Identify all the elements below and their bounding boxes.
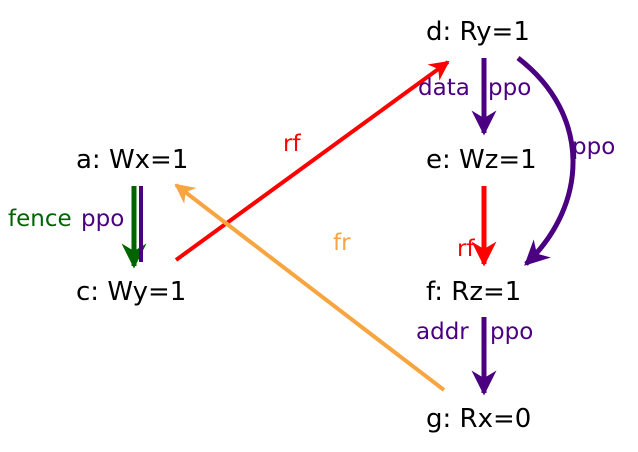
label-data: data	[418, 75, 470, 101]
label-addr: addr	[416, 319, 469, 345]
label-ppo-f-g: ppo	[490, 319, 533, 345]
node-a: a: Wx=1	[76, 145, 188, 175]
label-ppo-d-f: ppo	[572, 134, 615, 160]
node-e: e: Wz=1	[426, 145, 537, 175]
node-c: c: Wy=1	[76, 277, 186, 307]
label-ppo-d-e: ppo	[488, 75, 531, 101]
edge-rf-c-d	[174, 60, 450, 262]
label-rf-c-d: rf	[283, 131, 301, 157]
label-rf-e-f: rf	[457, 236, 475, 262]
edge-fr-g-a	[174, 183, 446, 392]
node-f: f: Rz=1	[426, 277, 521, 307]
edge-ppo-d-f	[516, 56, 576, 266]
label-fence: fence	[8, 206, 72, 232]
node-d: d: Ry=1	[426, 17, 530, 47]
node-g: g: Rx=0	[426, 404, 531, 434]
label-fr-g-a: fr	[333, 230, 351, 256]
label-ppo-a-c: ppo	[81, 206, 124, 232]
